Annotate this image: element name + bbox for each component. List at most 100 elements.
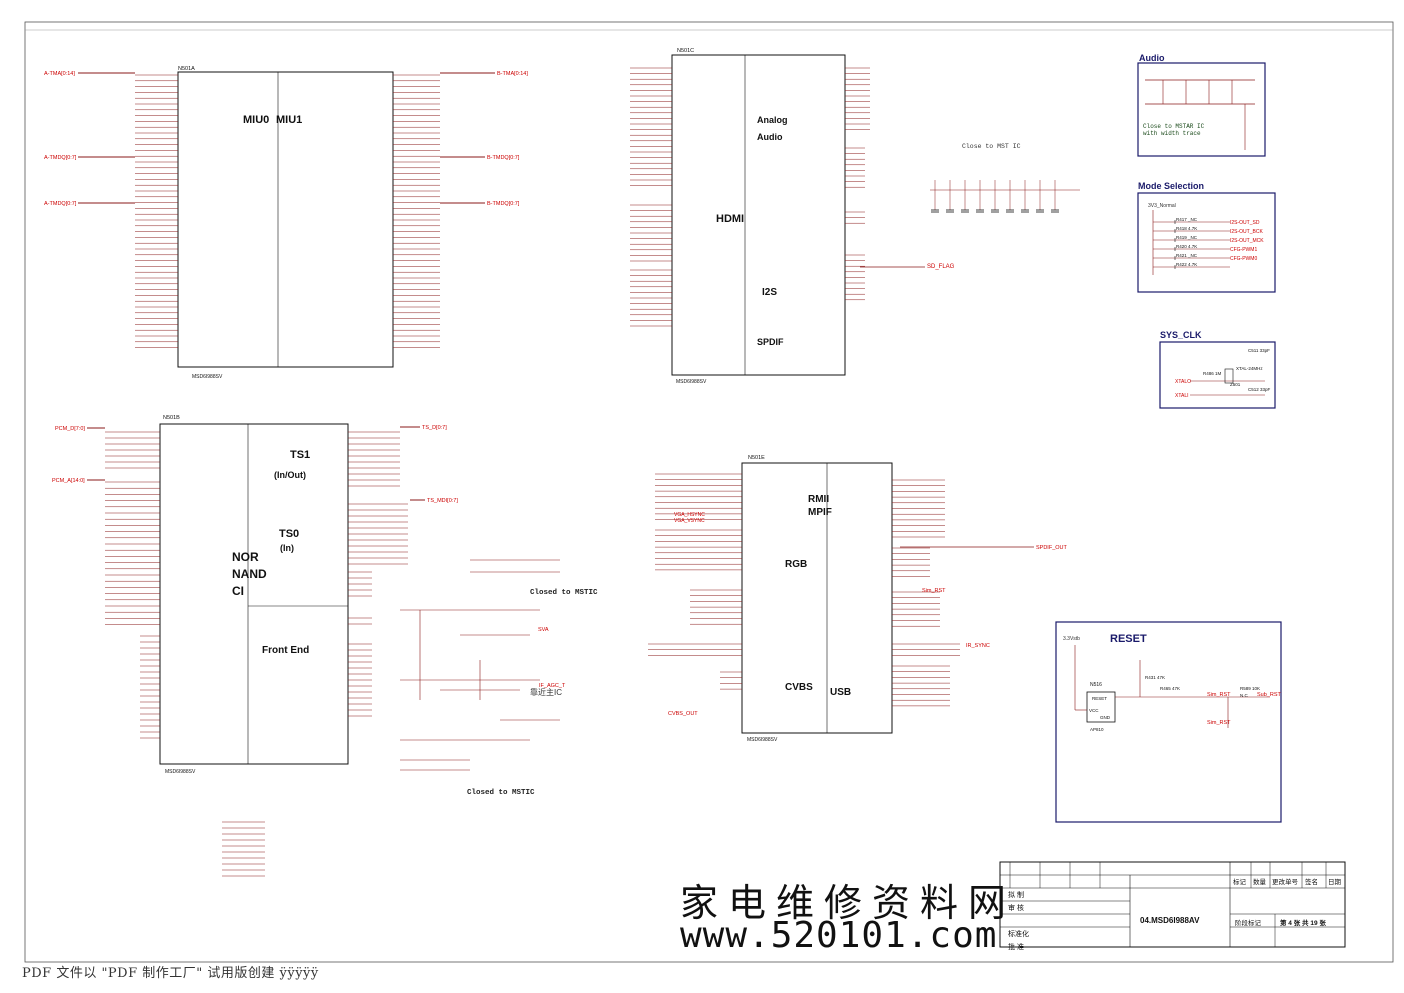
block-analog: Analog xyxy=(757,115,788,125)
block-audio: Audio xyxy=(757,132,783,142)
chip-ref-n501c: N501C xyxy=(677,48,694,54)
net-a-tma: A-TMA[0:14] xyxy=(44,71,75,77)
chip-ref-n501a: N501A xyxy=(178,66,195,72)
mode-resistor: R418 4.7K xyxy=(1176,226,1197,231)
block-front-end: Front End xyxy=(262,645,309,656)
net-spdif-out: SPDIF_OUT xyxy=(1036,545,1068,551)
block-cvbs: CVBS xyxy=(785,682,813,693)
chip-n501c: N501C Analog Audio HDMI I2S SPDIF MSD6I9… xyxy=(630,48,870,385)
reset-section: RESET 3.3Vstb N516 RESET VCC GND AP810 R… xyxy=(1055,621,1282,823)
clk-crystal: XTAL-24MHz xyxy=(1236,366,1263,371)
net-a-tmdq-1: A-TMDQ[0:7] xyxy=(44,155,77,161)
note-close-mst-ic: Close to MST IC xyxy=(962,143,1021,150)
net-b-tma: B-TMA[0:14] xyxy=(497,71,528,77)
reset-pin-vcc: VCC xyxy=(1089,708,1099,713)
bus-a-left: A-TMA[0:14] A-TMDQ[0:7] A-TMDQ[0:7] B-TM… xyxy=(44,71,528,207)
pdf-footer: PDF 文件以 "PDF 制作工厂" 试用版创建 ÿÿÿÿÿ xyxy=(22,966,319,981)
note-closed-mstic-1: Closed to MSTIC xyxy=(530,589,598,597)
chip-ref-n501e: N501E xyxy=(748,455,765,461)
pins-n501b xyxy=(105,431,408,739)
mode-net: I2S-OUT_BCK xyxy=(1230,229,1263,235)
block-mpif: MPIF xyxy=(808,507,832,518)
tb-label-qty: 数量 xyxy=(1253,877,1267,886)
tb-row-check: 审 核 xyxy=(1008,903,1024,912)
block-ts1: TS1 xyxy=(290,449,310,461)
mode-resistor: R419 _NC xyxy=(1176,235,1198,240)
tb-doc-number: 04.MSD6I988AV xyxy=(1140,916,1200,925)
net-ts-mdi: TS_MDI[0:7] xyxy=(427,498,458,504)
chip-part-n501b: MSD6I988SV xyxy=(165,769,196,775)
clk-z: Z501 xyxy=(1230,382,1241,387)
block-nor: NOR xyxy=(232,550,259,564)
mode-section: Mode Selection 3V3_Normal R417 _NCI2S-OU… xyxy=(1137,181,1276,293)
chip-n501a: N501A MIU0 MIU1 MSD6I988SV xyxy=(135,66,440,380)
clk-c1: C511 33pF xyxy=(1248,348,1270,353)
tb-row-drawn: 拟 制 xyxy=(1008,890,1024,899)
tb-label-sign: 签名 xyxy=(1305,877,1318,886)
chip-n501b: N501B TS1 (In/Out) TS0 (In) NOR NAND CI … xyxy=(105,415,408,775)
pins-n501a xyxy=(135,74,440,348)
pcm-control-nets xyxy=(222,821,265,877)
note-close-near: 靠近主IC xyxy=(530,687,562,697)
net-sva: SVA xyxy=(538,627,549,633)
reset-pin-reset: RESET xyxy=(1092,696,1107,701)
watermark-url: www.520101.com xyxy=(680,915,998,956)
mode-resistor: R421 _NC xyxy=(1176,253,1198,258)
front-end-network xyxy=(400,559,560,771)
net-a-tmdq-2: A-TMDQ[0:7] xyxy=(44,201,77,207)
block-ts0-dir: (In) xyxy=(280,543,294,553)
section-mode-title: Mode Selection xyxy=(1138,181,1204,191)
clk-r: R486 1M xyxy=(1203,371,1222,376)
mode-resistor: R422 4.7K xyxy=(1176,262,1197,267)
block-spdif: SPDIF xyxy=(757,337,784,347)
note-width-trace: with width trace xyxy=(1143,130,1201,137)
reset-pin-gnd: GND xyxy=(1100,715,1111,720)
reset-net-sim-rst-2: Sim_RST xyxy=(1207,692,1231,698)
net-if-agc-t: IF_AGC_T xyxy=(539,683,566,689)
tb-label-date: 日期 xyxy=(1328,878,1342,886)
block-i2s: I2S xyxy=(762,287,777,298)
section-sysclk-title: SYS_CLK xyxy=(1160,330,1202,340)
mode-net: CFG-PWM0 xyxy=(1230,256,1257,262)
block-ci: CI xyxy=(232,584,244,598)
note-closed-mstic-2: Closed to MSTIC xyxy=(467,789,535,797)
block-hdmi: HDMI xyxy=(716,213,744,225)
watermark-cn: 家电维修资料网 xyxy=(680,881,1017,925)
chip-part-n501a: MSD6I988SV xyxy=(192,374,223,380)
tb-page: 第 4 张 共 19 张 xyxy=(1280,918,1326,927)
audio-section: Audio Close to MSTAR IC with width trace xyxy=(1137,53,1266,157)
block-rmii: RMII xyxy=(808,494,829,505)
tb-row-approve: 批 准 xyxy=(1008,942,1024,951)
section-reset-title: RESET xyxy=(1110,633,1147,645)
clk-xin: XTALO xyxy=(1175,379,1191,385)
tb-stage: 阶段标记 xyxy=(1235,918,1262,927)
reset-r2: R465 47K xyxy=(1160,686,1180,691)
pins-n501e xyxy=(648,473,960,707)
reset-net-sub-rst: Sub_RST xyxy=(1257,692,1281,698)
clk-xout: XTALI xyxy=(1175,393,1189,399)
note-close-mstar: Close to MSTAR IC xyxy=(1143,123,1205,130)
tb-row-std: 标准化 xyxy=(1008,929,1029,938)
reset-r1: R431 47K xyxy=(1145,675,1165,680)
net-cvbs-out: CVBS_OUT xyxy=(668,711,698,717)
section-audio-title: Audio xyxy=(1139,53,1165,63)
chip-ref-n501b: N501B xyxy=(163,415,180,421)
reset-r3b: N.C xyxy=(1240,693,1249,698)
net-sim-rst: Sim_RST xyxy=(922,588,946,594)
mode-net: I2S-OUT_SD xyxy=(1230,220,1260,226)
net-sd-flag: SD_FLAG xyxy=(927,264,955,270)
bus-b-left: PCM_D[7:0] PCM_A[14:0] TS_D[0:7] TS_MDI[… xyxy=(52,425,458,504)
block-miu1: MIU1 xyxy=(276,114,302,126)
chip-n501e: N501E RMII MPIF RGB CVBS USB MSD6I988SV xyxy=(648,455,960,743)
net-b-tmdq-2: B-TMDQ[0:7] xyxy=(487,201,520,207)
net-ir-sync: IR_SYNC xyxy=(966,643,990,649)
reset-r3: R589 10K xyxy=(1240,686,1260,691)
tb-label-change: 更改单号 xyxy=(1272,877,1299,886)
clk-c2: C512 33pF xyxy=(1248,387,1271,392)
block-ts1-dir: (In/Out) xyxy=(274,470,306,480)
chip-part-n501c: MSD6I988SV xyxy=(676,379,707,385)
mode-resistor: R420 4.7K xyxy=(1176,244,1197,249)
net-ts-d: TS_D[0:7] xyxy=(422,425,447,431)
